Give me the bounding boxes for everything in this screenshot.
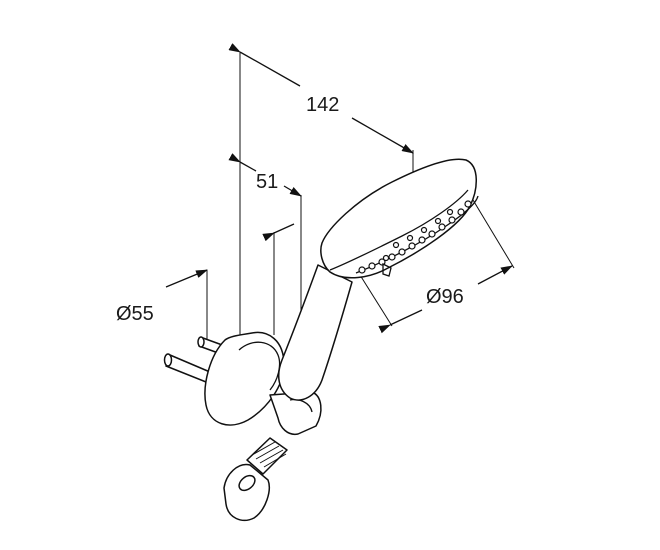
dimension-55-line <box>165 223 295 288</box>
dimension-55-label: Ø55 <box>116 303 154 325</box>
dimension-51-label: 51 <box>256 171 278 193</box>
shower-hose <box>223 437 288 522</box>
dimension-96-label: Ø96 <box>426 286 464 308</box>
wall-bracket <box>163 331 322 436</box>
dimension-51-line <box>228 153 302 197</box>
dimension-96-line <box>378 265 513 334</box>
dimension-142-label: 142 <box>306 94 339 116</box>
dimension-142-line <box>228 43 414 154</box>
shower-handle <box>277 264 353 401</box>
spray-nozzles <box>358 200 472 274</box>
shower-head <box>320 158 479 279</box>
